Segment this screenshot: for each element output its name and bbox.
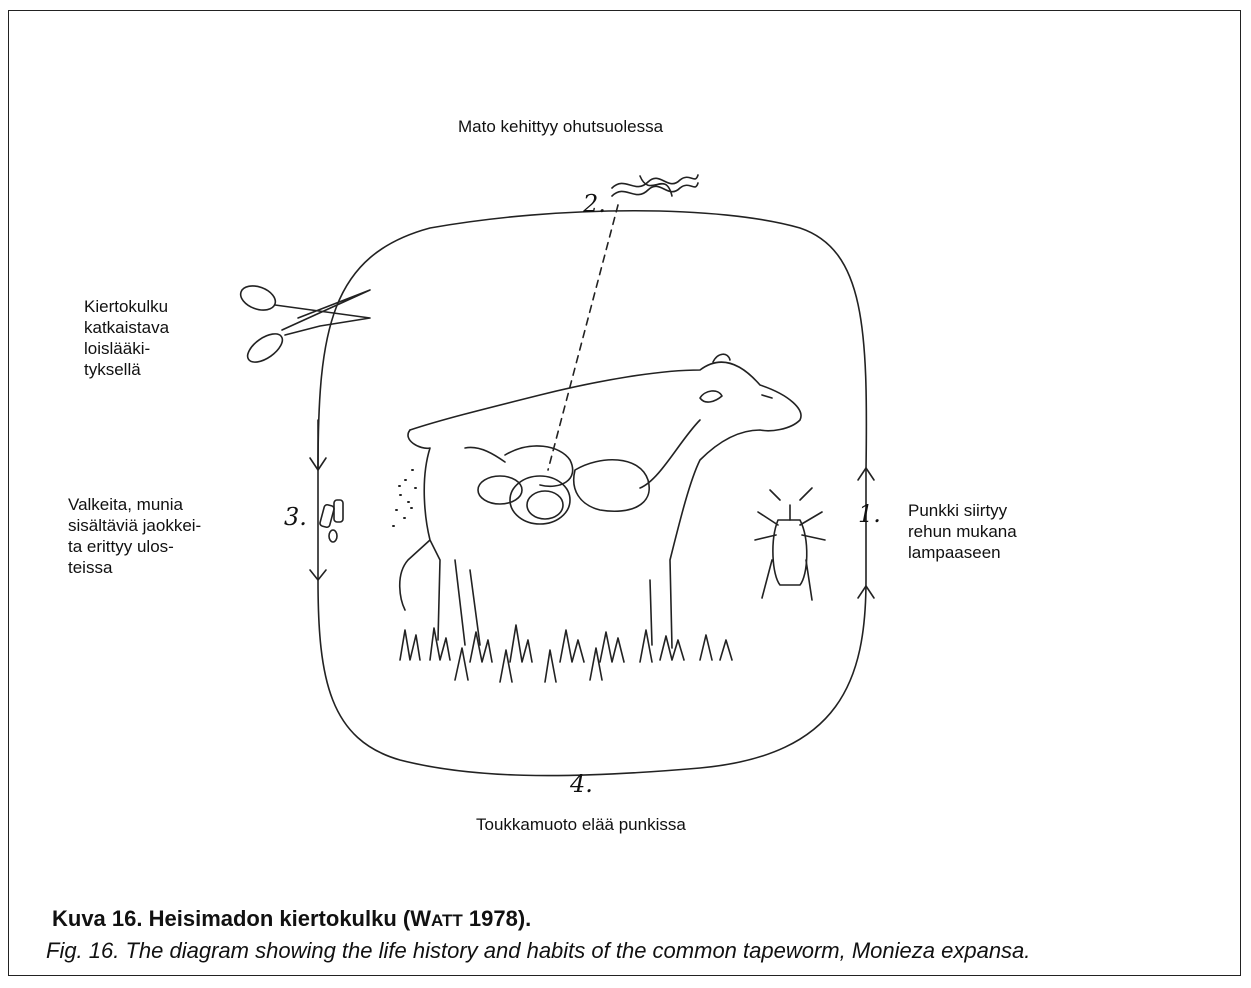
intestine-drawing <box>465 446 649 524</box>
label-larva-in-mite: Toukkamuoto elää punkissa <box>476 814 686 835</box>
dashed-pointer <box>548 205 618 470</box>
step-number-4: 4. <box>570 770 593 798</box>
cycle-loop <box>318 211 866 776</box>
label-cycle-interrupted: Kiertokulku katkaistava loislääki- tykse… <box>84 296 169 380</box>
arrow-down-left <box>310 420 326 470</box>
caption-finnish-main: Kuva 16. Heisimadon kiertokulku ( <box>52 906 410 931</box>
step-number-3: 3. <box>284 503 307 531</box>
caption-author-rest: ATT <box>431 911 463 930</box>
caption-finnish: Kuva 16. Heisimadon kiertokulku (WATT 19… <box>52 906 531 932</box>
grass-drawing <box>400 625 732 682</box>
egg-segments-icon <box>319 500 343 542</box>
worm-icon <box>612 175 698 196</box>
caption-english: Fig. 16. The diagram showing the life hi… <box>46 938 1030 964</box>
step-number-2: 2. <box>583 190 606 218</box>
label-egg-segments: Valkeita, munia sisältäviä jaokkei- ta e… <box>68 494 201 578</box>
label-worm-develops: Mato kehittyy ohutsuolessa <box>458 116 663 137</box>
mite-icon <box>755 488 825 600</box>
caption-author-initial: W <box>410 906 431 931</box>
scissors-icon <box>237 282 370 368</box>
sheep-drawing <box>400 354 801 648</box>
caption-finnish-tail: 1978). <box>463 906 532 931</box>
step-number-1: 1. <box>858 500 881 528</box>
label-mite-transfer: Punkki siirtyy rehun mukana lampaaseen <box>908 500 1017 563</box>
feces-dots <box>393 470 416 526</box>
